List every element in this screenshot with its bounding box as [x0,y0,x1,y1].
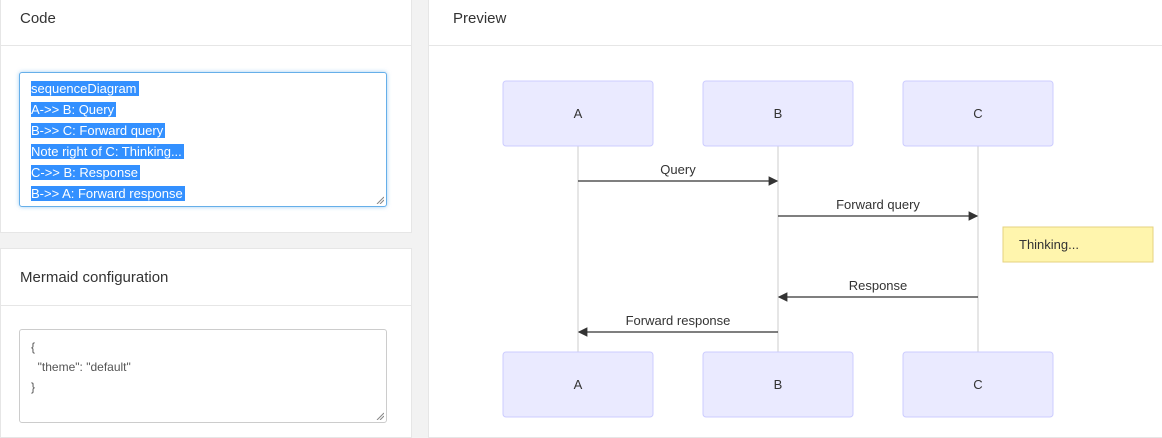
sequence-diagram: A B C Query Forward query Thinking... Re… [502,80,1154,418]
code-line: A->> B: Query [31,102,117,117]
resize-grip-icon[interactable] [376,196,384,204]
preview-panel-title: Preview [429,0,1162,46]
actor-top-c: C [902,80,1054,147]
svg-text:Forward response: Forward response [626,313,731,328]
actor-bottom-c: C [902,351,1054,418]
message-forward-response: Forward response [577,313,778,337]
code-editor[interactable]: sequenceDiagram A->> B: Query B->> C: Fo… [19,72,387,207]
code-panel-title: Code [1,0,411,46]
svg-text:C: C [973,377,982,392]
svg-text:B: B [774,377,783,392]
code-line: sequenceDiagram [31,81,139,96]
message-forward-query: Forward query [778,197,979,221]
svg-text:Forward query: Forward query [836,197,920,212]
svg-text:C: C [973,106,982,121]
actor-bottom-b: B [702,351,854,418]
actor-bottom-a: A [502,351,654,418]
config-panel-title: Mermaid configuration [1,249,411,306]
config-editor[interactable]: { "theme": "default" } [19,329,387,423]
code-line: B->> A: Forward response [31,186,185,201]
code-line: Note right of C: Thinking... [31,144,184,159]
config-value: { "theme": "default" } [31,340,131,394]
message-query: Query [578,162,779,186]
svg-text:Query: Query [660,162,696,177]
svg-text:A: A [574,377,583,392]
svg-text:A: A [574,106,583,121]
svg-text:Thinking...: Thinking... [1019,237,1079,252]
actor-top-a: A [502,80,654,147]
code-line: B->> C: Forward query [31,123,166,138]
svg-text:Response: Response [849,278,908,293]
message-response: Response [777,278,978,302]
note-thinking: Thinking... [1002,226,1154,263]
resize-grip-icon[interactable] [376,412,384,420]
actor-top-b: B [702,80,854,147]
code-line: C->> B: Response [31,165,140,180]
svg-text:B: B [774,106,783,121]
